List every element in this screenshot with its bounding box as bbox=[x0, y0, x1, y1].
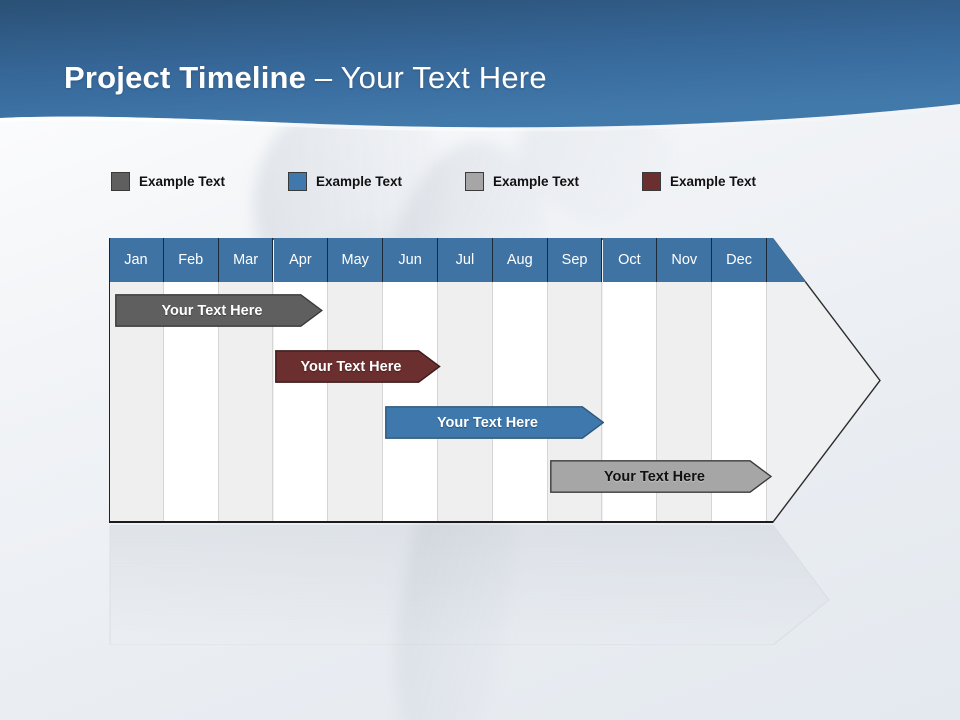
month-column-mar: Mar bbox=[218, 238, 274, 523]
month-header-jan[interactable]: Jan bbox=[109, 238, 164, 282]
column-divider bbox=[272, 282, 274, 523]
grid-bottom-edge bbox=[109, 521, 773, 523]
month-header-feb[interactable]: Feb bbox=[163, 238, 219, 282]
task-bar-label: Your Text Here bbox=[161, 302, 263, 319]
page-title: Project Timeline – Your Text Here bbox=[64, 60, 547, 96]
legend: Example Text Example Text Example Text E… bbox=[111, 170, 811, 192]
task-bar-2[interactable]: Your Text Here bbox=[275, 350, 441, 383]
legend-label: Example Text bbox=[493, 173, 580, 189]
task-bar-label: Your Text Here bbox=[603, 468, 705, 485]
month-header-dec[interactable]: Dec bbox=[712, 238, 767, 282]
month-column-feb: Feb bbox=[163, 238, 219, 523]
task-bar-4[interactable]: Your Text Here bbox=[550, 460, 773, 493]
month-header-nov[interactable]: Nov bbox=[657, 238, 713, 282]
month-header-extension bbox=[767, 238, 806, 282]
legend-item-2[interactable]: Example Text bbox=[288, 170, 402, 192]
legend-swatch-icon bbox=[111, 171, 130, 191]
page-title-strong: Project Timeline bbox=[64, 60, 307, 95]
month-header-oct[interactable]: Oct bbox=[602, 238, 658, 282]
column-divider bbox=[491, 282, 493, 523]
month-header-jul[interactable]: Jul bbox=[438, 238, 493, 282]
month-header-may[interactable]: May bbox=[328, 238, 384, 282]
month-header-sep[interactable]: Sep bbox=[547, 238, 603, 282]
column-divider bbox=[656, 282, 658, 523]
legend-swatch-icon bbox=[642, 171, 661, 191]
column-divider bbox=[765, 282, 767, 523]
chart-reflection bbox=[109, 524, 881, 646]
column-divider bbox=[601, 282, 603, 523]
column-divider bbox=[327, 282, 329, 523]
column-divider bbox=[162, 282, 164, 523]
month-header-aug[interactable]: Aug bbox=[492, 238, 548, 282]
month-header-apr[interactable]: Apr bbox=[273, 238, 329, 282]
task-bar-1[interactable]: Your Text Here bbox=[115, 294, 323, 327]
task-bar-label: Your Text Here bbox=[300, 358, 402, 375]
task-bar-shape bbox=[115, 294, 323, 327]
legend-item-4[interactable]: Example Text bbox=[642, 170, 756, 192]
header-band: Project Timeline – Your Text Here bbox=[0, 0, 960, 135]
column-divider bbox=[382, 282, 384, 523]
task-bar-3[interactable]: Your Text Here bbox=[384, 406, 605, 439]
column-divider bbox=[546, 282, 548, 523]
month-header-mar[interactable]: Mar bbox=[218, 238, 274, 282]
legend-item-3[interactable]: Example Text bbox=[465, 170, 579, 192]
page-title-light: – Your Text Here bbox=[306, 60, 547, 95]
legend-item-1[interactable]: Example Text bbox=[111, 170, 225, 192]
column-divider bbox=[436, 282, 438, 523]
legend-label: Example Text bbox=[139, 173, 226, 189]
column-divider bbox=[711, 282, 713, 523]
legend-label: Example Text bbox=[670, 173, 757, 189]
legend-label: Example Text bbox=[316, 173, 403, 189]
task-bar-shape bbox=[275, 350, 441, 383]
month-column-aug: Aug bbox=[492, 238, 548, 523]
month-column-jan: Jan bbox=[109, 238, 164, 523]
legend-swatch-icon bbox=[288, 171, 307, 191]
month-column-jul: Jul bbox=[438, 238, 493, 523]
month-header-jun[interactable]: Jun bbox=[383, 238, 438, 282]
task-bar-label: Your Text Here bbox=[436, 414, 538, 431]
task-bar-shape bbox=[550, 460, 773, 493]
task-bar-shape bbox=[384, 406, 605, 439]
column-divider bbox=[217, 282, 219, 523]
grid-left-edge bbox=[109, 238, 110, 523]
legend-swatch-icon bbox=[465, 171, 484, 191]
